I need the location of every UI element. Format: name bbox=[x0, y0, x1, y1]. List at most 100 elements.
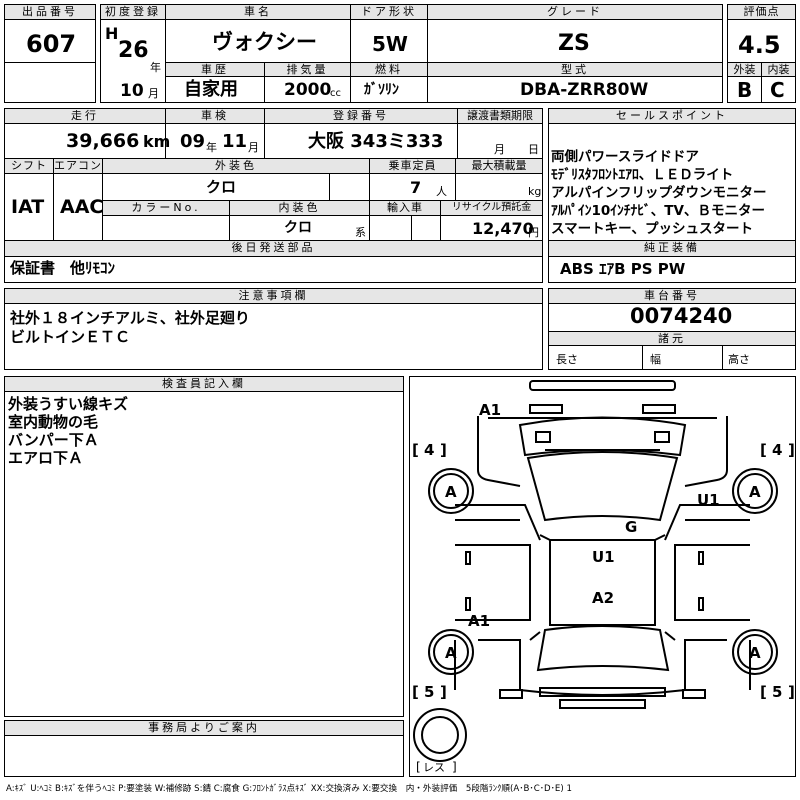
mark-glass: G bbox=[625, 518, 637, 536]
displacement-unit: cc bbox=[330, 88, 341, 99]
interior-label: 内装 bbox=[761, 62, 796, 77]
first-reg-month: 10 bbox=[120, 81, 144, 101]
int-color: クロ bbox=[284, 220, 312, 236]
mileage-unit: km bbox=[143, 132, 171, 151]
chassis-number: 0074240 bbox=[630, 304, 733, 328]
import-label: 輸入車 bbox=[369, 200, 441, 216]
capacity-label: 乗車定員 bbox=[369, 158, 456, 174]
ext-color-extra-box bbox=[329, 173, 370, 201]
score-label: 評価点 bbox=[727, 4, 796, 20]
inspector-line: 外装うすい線キズ bbox=[8, 395, 129, 413]
door-label: ドア形状 bbox=[350, 4, 428, 20]
grade: ZS bbox=[558, 31, 590, 56]
tire-fr-close: ] bbox=[788, 441, 795, 459]
capacity: 7 bbox=[410, 178, 422, 197]
max-load-label: 最大積載量 bbox=[455, 158, 543, 174]
inspection-month-unit: 月 bbox=[248, 141, 259, 154]
exterior-grade: B bbox=[737, 78, 753, 102]
score: 4.5 bbox=[738, 31, 781, 59]
year-unit: 年 bbox=[150, 61, 161, 74]
inspector-label: 検査員記入欄 bbox=[4, 376, 404, 392]
length-label: 長さ bbox=[556, 353, 578, 366]
lot-label: 出品番号 bbox=[4, 4, 96, 20]
recycle-amount: 12,470 bbox=[472, 219, 534, 238]
ext-color-label: 外装色 bbox=[102, 158, 370, 174]
transfer-month: 月 bbox=[494, 143, 505, 156]
inspector-box bbox=[4, 391, 404, 717]
spare-open: [ bbox=[416, 760, 421, 774]
office-label: 事務局よりご案内 bbox=[4, 720, 404, 736]
exterior-label: 外装 bbox=[727, 62, 762, 77]
shift: IAT bbox=[11, 196, 45, 218]
mark-roof: U1 bbox=[592, 548, 615, 566]
reg-no: 大阪 343ミ333 bbox=[308, 131, 444, 152]
inspection-year: 09 bbox=[180, 131, 206, 152]
int-color-unit: 系 bbox=[355, 226, 366, 239]
recycle-label: リサイクル預託金 bbox=[440, 200, 543, 216]
color-no-label: カラーNo. bbox=[102, 200, 230, 216]
chassis-label: 車台番号 bbox=[548, 288, 796, 304]
month-unit: 月 bbox=[148, 87, 159, 100]
note-line: ビルトインＥＴＣ bbox=[10, 328, 131, 346]
spare-label: レス bbox=[423, 761, 445, 774]
inspector-line: バンパー下Ａ bbox=[8, 431, 99, 449]
car-name: ヴォクシー bbox=[212, 30, 317, 54]
inspector-lines: 外装うすい線キズ 室内動物の毛 バンパー下Ａ エアロ下Ａ bbox=[8, 395, 128, 467]
sales-point: スマートキー、プッシュスタート bbox=[551, 221, 753, 237]
inspection-label: 車検 bbox=[165, 108, 265, 124]
first-reg-year: 26 bbox=[118, 38, 149, 63]
mark-fr-door: U1 bbox=[697, 491, 720, 509]
spare-close: ] bbox=[452, 760, 457, 774]
ac: AAC bbox=[60, 196, 104, 218]
sales-point: ｱﾙﾊﾟｲﾝ10ｲﾝﾁﾅﾋﾞ、TV、Ｂモニター bbox=[551, 203, 765, 219]
mark-front: A1 bbox=[479, 401, 501, 419]
equipment: ABS ｴｱB PS PW bbox=[560, 260, 686, 278]
fuel-label: 燃料 bbox=[350, 62, 428, 77]
era: H bbox=[105, 24, 119, 43]
tire-rr-label: [ bbox=[760, 683, 767, 701]
height-box bbox=[722, 345, 796, 370]
tire-rl-label: [ bbox=[412, 683, 419, 701]
tire-rl-close: ] bbox=[440, 683, 447, 701]
tire-fl-label: [ bbox=[412, 441, 419, 459]
legend: A:ｷｽﾞ U:ﾍｺﾐ B:ｷｽﾞを伴うﾍｺﾐ P:要塗装 W:補修跡 S:錆 … bbox=[6, 784, 572, 794]
tire-fl-close: ] bbox=[440, 441, 447, 459]
equip-label: 純正装備 bbox=[548, 240, 796, 257]
inspector-line: 室内動物の毛 bbox=[8, 413, 99, 431]
sales-point: 両側パワースライドドア bbox=[551, 149, 699, 165]
ext-color: クロ bbox=[206, 178, 237, 196]
mark-fr-wheel: A bbox=[749, 483, 761, 501]
car-name-label: 車名 bbox=[165, 4, 351, 20]
lot-number: 607 bbox=[26, 30, 77, 58]
max-load-unit: kg bbox=[528, 185, 542, 198]
color-no-box bbox=[102, 215, 230, 241]
displacement-label: 排気量 bbox=[264, 62, 351, 77]
sales-points: 両側パワースライドドア ﾓﾃﾞﾘｽﾀﾌﾛﾝﾄｴｱﾛ、ＬＥＤライト アルパインフリ… bbox=[551, 148, 766, 238]
tire-rr-close: ] bbox=[788, 683, 795, 701]
import-box-b bbox=[411, 215, 441, 241]
height-label: 高さ bbox=[728, 353, 750, 366]
later-parts-label: 後日発送部品 bbox=[4, 240, 543, 257]
history-label: 車歴 bbox=[165, 62, 265, 77]
import-box-a bbox=[369, 215, 412, 241]
mark-rear-left: A1 bbox=[468, 612, 490, 630]
tire-fl: 4 bbox=[424, 441, 434, 459]
notes-lines: 社外１８インチアルミ、社外足廻り ビルトインＥＴＣ bbox=[10, 309, 250, 347]
mileage-label: 走行 bbox=[4, 108, 166, 124]
first-reg-label: 初度登録 bbox=[100, 4, 166, 20]
history: 自家用 bbox=[184, 79, 238, 100]
fuel: ｶﾞｿﾘﾝ bbox=[364, 82, 399, 98]
recycle-unit: 円 bbox=[528, 226, 539, 239]
interior-box bbox=[761, 76, 796, 103]
sales-label: セールスポイント bbox=[548, 108, 796, 124]
interior-grade: C bbox=[770, 78, 785, 102]
mark-rl-wheel: A bbox=[445, 644, 457, 662]
tire-fr: 4 bbox=[772, 441, 782, 459]
equip-box bbox=[548, 256, 796, 283]
dims-label: 諸元 bbox=[548, 331, 796, 346]
mark-fl-wheel: A bbox=[445, 483, 457, 501]
office-box bbox=[4, 735, 404, 777]
door-type: 5W bbox=[372, 32, 408, 56]
ac-label: エアコン bbox=[53, 158, 103, 174]
mileage: 39,666 bbox=[66, 130, 140, 152]
